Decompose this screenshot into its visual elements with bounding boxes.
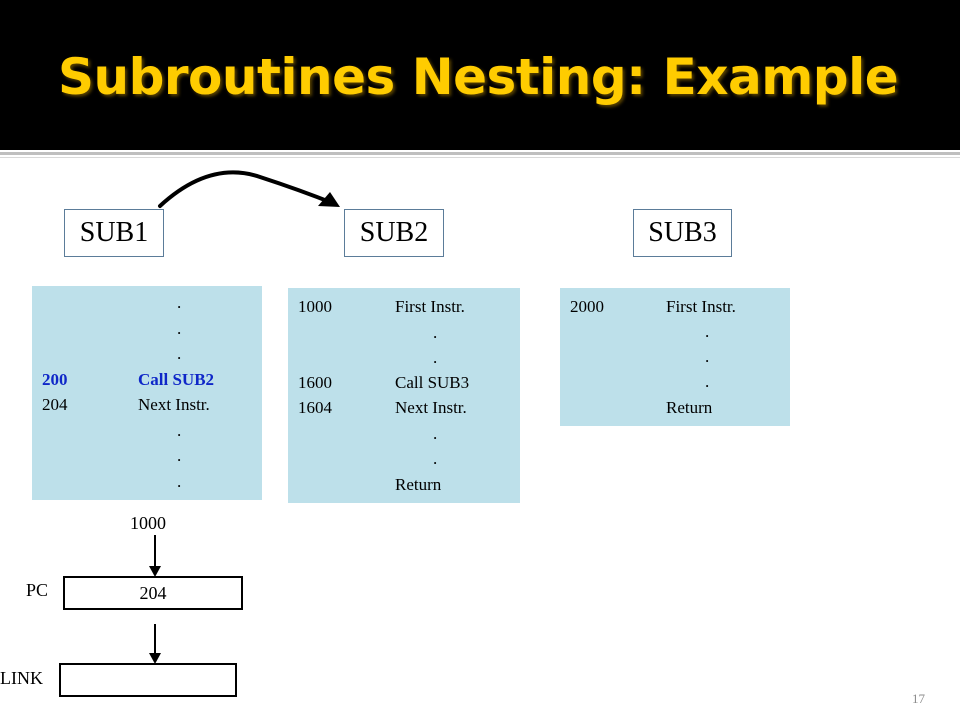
dot: . bbox=[705, 347, 710, 366]
call-address: 1600 bbox=[298, 373, 332, 392]
slide-title: Subroutines Nesting: Example bbox=[58, 48, 899, 106]
first-address: 2000 bbox=[570, 297, 604, 316]
dot: . bbox=[433, 348, 438, 367]
call-instruction: Call SUB2 bbox=[138, 370, 215, 389]
dot: . bbox=[177, 344, 182, 363]
pc-register: 204 bbox=[63, 576, 243, 610]
first-instruction: First Instr. bbox=[395, 297, 465, 316]
sub3-label: SUB3 bbox=[633, 209, 732, 257]
call-arrow bbox=[158, 170, 337, 208]
dot: . bbox=[177, 472, 182, 491]
pc-label: PC bbox=[26, 580, 49, 600]
dot: . bbox=[433, 323, 438, 342]
next-address: 204 bbox=[42, 395, 68, 414]
return-instruction: Return bbox=[395, 475, 442, 494]
sub1-label: SUB1 bbox=[64, 209, 164, 257]
title-divider-thin bbox=[0, 157, 960, 158]
first-instruction: First Instr. bbox=[666, 297, 736, 316]
link-register bbox=[59, 663, 237, 697]
page-number: 17 bbox=[912, 691, 925, 706]
pc-value: 204 bbox=[139, 583, 167, 603]
incoming-value: 1000 bbox=[130, 513, 166, 533]
pc-to-link-arrow-head bbox=[149, 653, 161, 664]
next-address: 1604 bbox=[298, 398, 332, 417]
dot: . bbox=[177, 293, 182, 312]
into-pc-arrow-head bbox=[149, 566, 161, 577]
dot: . bbox=[705, 372, 710, 391]
call-address: 200 bbox=[42, 370, 68, 389]
dot: . bbox=[177, 319, 182, 338]
sub3-code-box: 2000 First Instr. . . . Return bbox=[560, 288, 790, 426]
dot: . bbox=[177, 446, 182, 465]
sub2-label: SUB2 bbox=[344, 209, 444, 257]
first-address: 1000 bbox=[298, 297, 332, 316]
next-instruction: Next Instr. bbox=[395, 398, 467, 417]
sub2-code-box: 1000 First Instr. . . 1600 Call SUB3 160… bbox=[288, 288, 520, 503]
sub1-code-box: . . . 200 Call SUB2 204 Next Instr. . . … bbox=[32, 286, 262, 500]
next-instruction: Next Instr. bbox=[138, 395, 210, 414]
title-bar bbox=[0, 0, 960, 150]
return-instruction: Return bbox=[666, 398, 713, 417]
dot: . bbox=[433, 449, 438, 468]
call-instruction: Call SUB3 bbox=[395, 373, 470, 392]
dot: . bbox=[705, 322, 710, 341]
title-divider bbox=[0, 152, 960, 155]
link-label: LINK bbox=[0, 668, 43, 688]
dot: . bbox=[177, 421, 182, 440]
dot: . bbox=[433, 424, 438, 443]
call-arrow-head bbox=[318, 192, 340, 207]
